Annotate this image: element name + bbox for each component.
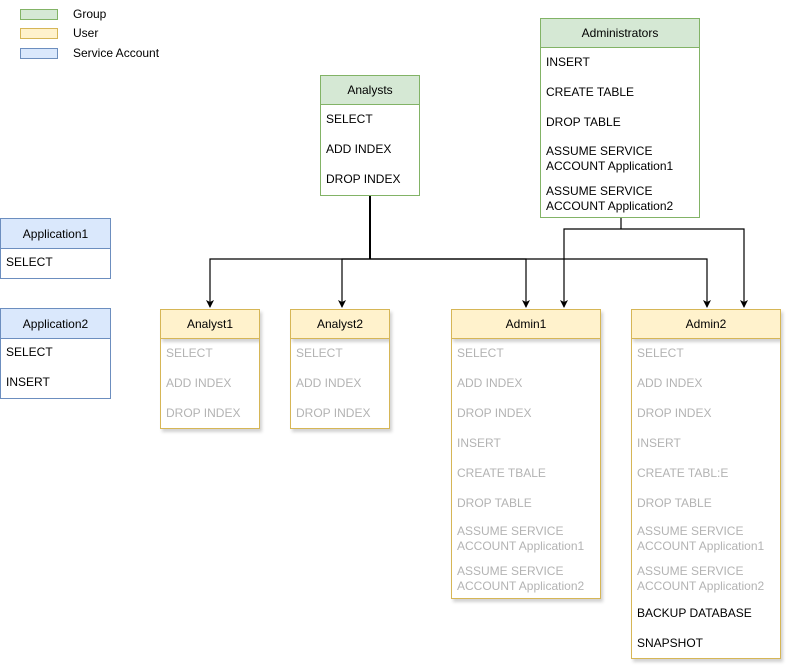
analysts-title: Analysts [347, 83, 393, 97]
admin1-title: Admin1 [505, 317, 547, 331]
inherited-permission-item: DROP TABLE [457, 496, 532, 510]
inherited-permission-item: CREATE TBALE [457, 466, 546, 480]
inherited-permission-item: ADD INDEX [166, 376, 232, 390]
administrators-permissions: INSERT CREATE TABLE DROP TABLE ASSUME SE… [540, 48, 700, 218]
permission-item: SELECT [326, 112, 373, 126]
inherited-permission-item: ASSUME SERVICE ACCOUNT Application2 [457, 564, 585, 593]
permission-item: ASSUME SERVICE ACCOUNT Application1 [546, 144, 674, 173]
analysts-header: Analysts [320, 75, 420, 105]
analyst2-title: Analyst2 [316, 317, 364, 331]
analysts-permissions: SELECT ADD INDEX DROP INDEX [320, 105, 420, 196]
inherited-permission-item: DROP TABLE [637, 496, 712, 510]
application2-title: Application2 [22, 316, 89, 331]
legend-swatch-group [20, 9, 58, 20]
inherited-permission-item: SELECT [166, 346, 213, 360]
connector-analysts-to-analyst2 [338, 258, 370, 308]
analyst1-title: Analyst1 [186, 317, 234, 331]
application1-service-account-node[interactable]: Application1 SELECT [0, 218, 111, 279]
admin2-header: Admin2 [631, 309, 781, 339]
admin2-title: Admin2 [685, 317, 727, 331]
permission-item: ASSUME SERVICE ACCOUNT Application2 [546, 184, 674, 213]
admin1-header: Admin1 [451, 309, 601, 339]
permission-item: SELECT [6, 255, 53, 269]
application2-permissions: SELECT INSERT [0, 339, 111, 399]
legend-label-user: User [73, 26, 99, 40]
inherited-permission-item: ADD INDEX [637, 376, 703, 390]
permission-item: DROP INDEX [326, 172, 401, 186]
inherited-permission-item: SELECT [457, 346, 504, 360]
admin2-user-node[interactable]: Admin2 SELECT ADD INDEX DROP INDEX INSER… [631, 309, 781, 659]
inherited-permission-item: SELECT [637, 346, 684, 360]
legend-swatch-user [20, 28, 58, 39]
administrators-title: Administrators [581, 26, 659, 40]
permission-item: INSERT [546, 55, 590, 69]
analyst1-user-node[interactable]: Analyst1 SELECT ADD INDEX DROP INDEX [160, 309, 260, 429]
permission-item: SELECT [6, 345, 53, 359]
permission-item: DROP TABLE [546, 115, 621, 129]
inherited-permission-item: SELECT [296, 346, 343, 360]
permission-item: BACKUP DATABASE [637, 606, 752, 620]
legend-label-group: Group [73, 7, 107, 21]
analyst2-header: Analyst2 [290, 309, 390, 339]
application1-title: Application1 [22, 226, 89, 241]
inherited-permission-item: ASSUME SERVICE ACCOUNT Application1 [457, 524, 585, 553]
inherited-permission-item: ASSUME SERVICE ACCOUNT Application2 [637, 564, 765, 593]
inherited-permission-item: DROP INDEX [637, 406, 712, 420]
connector-administrators-to-admin2 [621, 228, 748, 308]
administrators-group-node[interactable]: Administrators INSERT CREATE TABLE DROP … [540, 18, 700, 218]
inherited-permission-item: DROP INDEX [296, 406, 371, 420]
admin1-user-node[interactable]: Admin1 SELECT ADD INDEX DROP INDEX INSER… [451, 309, 601, 599]
inherited-permission-item: DROP INDEX [166, 406, 241, 420]
inherited-permission-item: ADD INDEX [457, 376, 523, 390]
connector-administrators-to-admin1 [560, 228, 621, 308]
inherited-permission-item: INSERT [637, 436, 681, 450]
inherited-permission-item: INSERT [457, 436, 501, 450]
permission-item: CREATE TABLE [546, 85, 635, 99]
application2-service-account-node[interactable]: Application2 SELECT INSERT [0, 308, 111, 399]
inherited-permission-item: ASSUME SERVICE ACCOUNT Application1 [637, 524, 765, 553]
administrators-header: Administrators [540, 18, 700, 48]
admin1-permissions: SELECT ADD INDEX DROP INDEX INSERT CREAT… [451, 339, 601, 599]
inherited-permission-item: DROP INDEX [457, 406, 532, 420]
analyst1-permissions: SELECT ADD INDEX DROP INDEX [160, 339, 260, 429]
permission-item: ADD INDEX [326, 142, 392, 156]
inherited-permission-item: ADD INDEX [296, 376, 362, 390]
inherited-permission-item: CREATE TABL:E [637, 466, 729, 480]
connector-analysts-to-admin2 [370, 258, 711, 308]
permission-item: INSERT [6, 375, 50, 389]
analyst2-permissions: SELECT ADD INDEX DROP INDEX [290, 339, 390, 429]
legend-label-service-account: Service Account [73, 46, 160, 60]
analyst1-header: Analyst1 [160, 309, 260, 339]
application2-header: Application2 [0, 308, 111, 339]
analysts-group-node[interactable]: Analysts SELECT ADD INDEX DROP INDEX [320, 75, 420, 196]
legend-swatch-service-account [20, 48, 58, 59]
permission-item: SNAPSHOT [637, 636, 704, 650]
application1-permissions: SELECT [0, 249, 111, 279]
connector-analysts-to-admin1 [370, 258, 530, 308]
admin2-permissions: SELECT ADD INDEX DROP INDEX INSERT CREAT… [631, 339, 781, 659]
application1-header: Application1 [0, 218, 111, 249]
connector-analysts-to-analyst1 [206, 258, 370, 308]
analyst2-user-node[interactable]: Analyst2 SELECT ADD INDEX DROP INDEX [290, 309, 390, 429]
